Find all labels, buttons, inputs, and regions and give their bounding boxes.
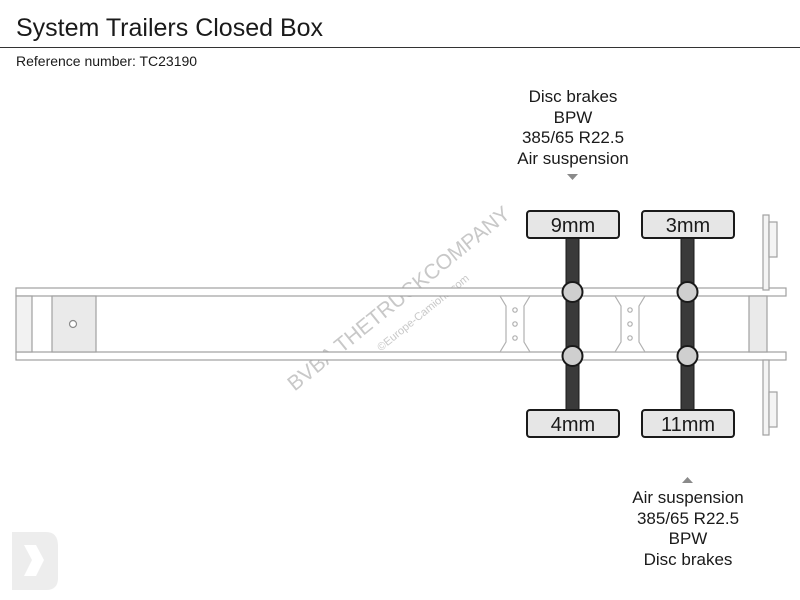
pointer-up-icon: [682, 477, 693, 483]
tire-top: [526, 210, 620, 239]
spec-line: Disc brakes: [643, 549, 733, 569]
axle-2: 3mm 11mm: [641, 210, 735, 438]
spec-line: Air suspension: [517, 148, 629, 168]
kingpin-icon: [68, 319, 78, 329]
spec-line: Air suspension: [632, 488, 744, 507]
page-title: System Trailers Closed Box: [16, 14, 324, 42]
spec-line: Disc brakes: [528, 87, 618, 106]
tire-top: [641, 210, 735, 239]
rear-bumper: [762, 214, 778, 436]
tire-tread-depth: 9mm: [551, 215, 595, 237]
spec-line: 385/65 R22.5: [636, 508, 740, 528]
axle-1: 9mm 4mm: [526, 210, 620, 438]
tire-tread-depth: 11mm: [661, 414, 715, 436]
axle-spec-top: Disc brakes BPW 385/65 R22.5 Air suspens…: [473, 87, 673, 169]
crossmember-bracket: [498, 295, 532, 353]
hub-icon: [676, 281, 699, 303]
tire-bottom: [641, 409, 735, 438]
pointer-down-icon: [567, 174, 578, 180]
axle-shaft: [680, 237, 695, 411]
tire-tread-depth: 3mm: [666, 215, 710, 237]
title-divider: [0, 47, 800, 48]
spec-line: BPW: [668, 529, 708, 548]
hub-icon: [561, 281, 584, 303]
axle-shaft: [565, 237, 580, 411]
crossmember-bracket: [613, 295, 647, 353]
axle-spec-bottom: Air suspension 385/65 R22.5 BPW Disc bra…: [588, 488, 788, 570]
watermark-main: BVBA THETRUCKCOMPANY: [283, 202, 515, 396]
brand-logo-icon: [12, 532, 58, 590]
spec-line: 385/65 R22.5: [521, 128, 625, 147]
hub-icon: [676, 345, 699, 367]
watermark: BVBA THETRUCKCOMPANY ©Europe-Camions.com: [283, 202, 515, 396]
hub-icon: [561, 345, 584, 367]
tire-bottom: [526, 409, 620, 438]
reference-number: Reference number: TC23190: [16, 53, 198, 69]
trailer-chassis: [15, 287, 787, 361]
tire-tread-depth: 4mm: [551, 414, 595, 436]
spec-line: BPW: [553, 107, 593, 127]
